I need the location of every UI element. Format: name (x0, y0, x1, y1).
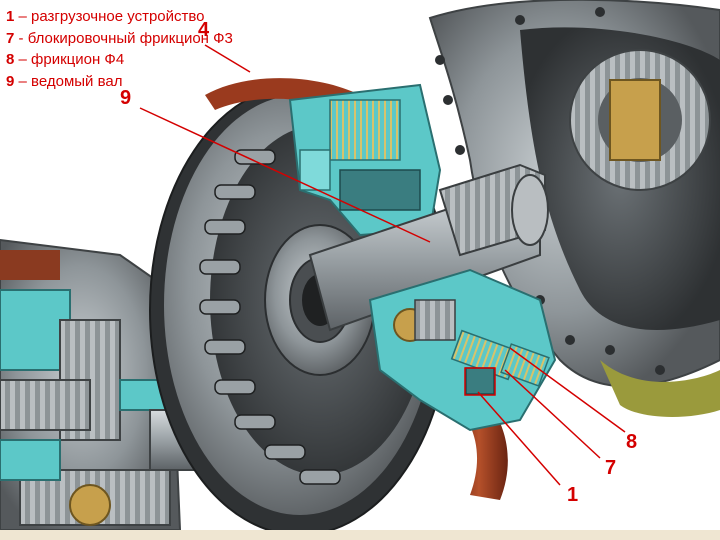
legend-text: фрикцион Ф4 (31, 51, 125, 68)
legend-item: 8 – фрикцион Ф4 (6, 49, 233, 71)
legend-number: 9 (6, 72, 15, 90)
callout-leaders (139, 44, 626, 486)
legend-number: 7 (6, 29, 15, 47)
legend-number: 1 (6, 8, 15, 25)
callout-1: 1 (567, 484, 579, 506)
callout-8: 8 (626, 431, 638, 453)
legend-item: 9 – ведомый вал (6, 71, 233, 93)
left-gear-train (0, 238, 201, 531)
legend-separator: – (14, 8, 32, 25)
bottom-strip (0, 530, 720, 540)
legend-number: 8 (6, 51, 15, 68)
callout-9: 9 (120, 87, 132, 109)
legend-item: 7 - блокировочный фрикцион Ф3 (6, 28, 233, 50)
driven-shaft (308, 163, 549, 332)
leader-9 (139, 107, 431, 243)
spring-ring (199, 149, 341, 485)
legend: 1 – разгрузочное устройство 7 - блокиров… (6, 6, 233, 92)
callout-7: 7 (605, 457, 617, 479)
upper-clutch-section (288, 83, 442, 237)
callout-4: 4 (198, 19, 210, 41)
unloader-highlight-box (464, 367, 496, 396)
legend-text: ведомый вал (31, 72, 123, 90)
legend-item: 1 – разгрузочное устройство (6, 6, 233, 28)
legend-separator: - (14, 29, 28, 47)
leader-4 (204, 44, 251, 73)
legend-separator: – (14, 51, 32, 68)
leader-7 (504, 369, 601, 459)
legend-separator: – (14, 72, 32, 90)
right-housing (428, 0, 720, 417)
lower-clutch-section (368, 268, 557, 432)
leader-1 (477, 391, 561, 486)
leader-8 (509, 347, 626, 433)
legend-text: блокировочный фрикцион Ф3 (27, 29, 233, 47)
legend-text: разгрузочное устройство (31, 8, 205, 25)
